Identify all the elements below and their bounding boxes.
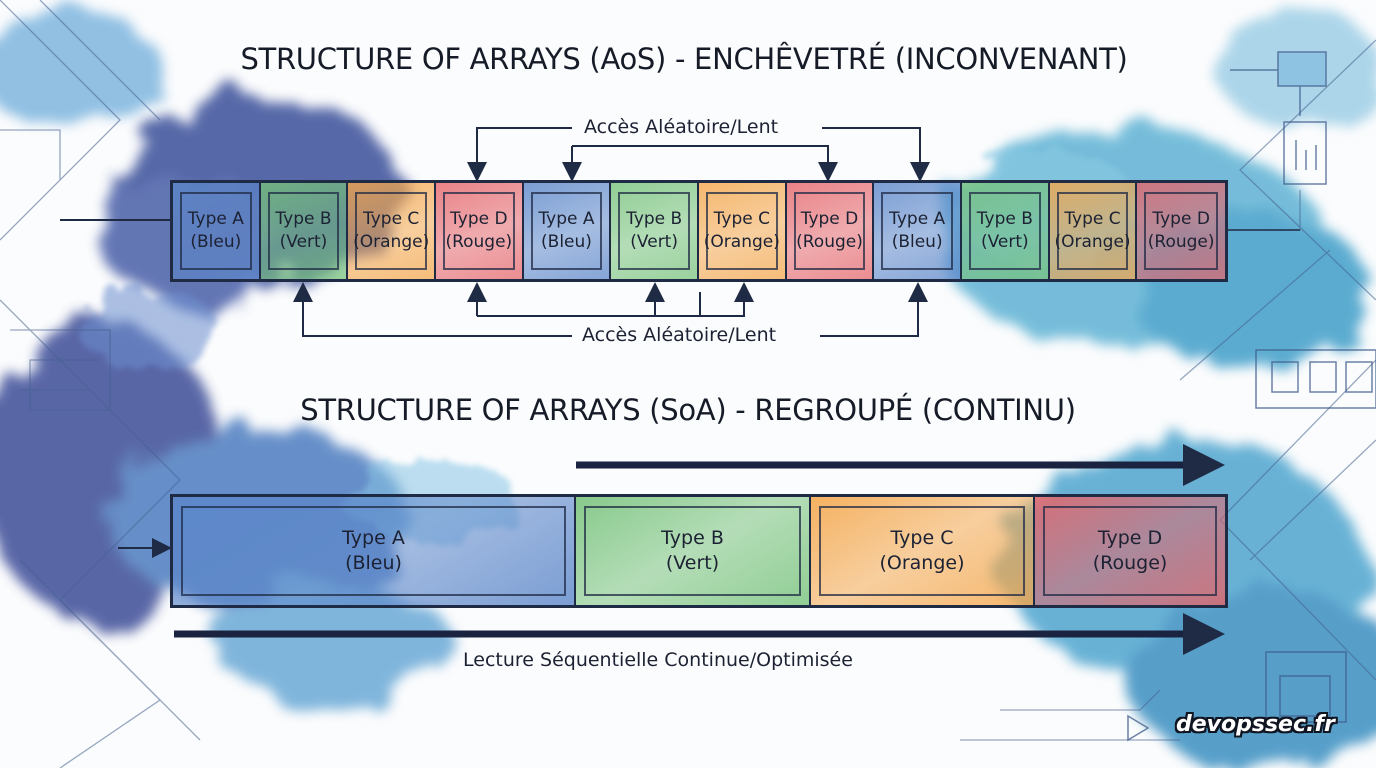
aos-memory-strip: Type A(Bleu)Type B(Vert)Type C(Orange)Ty… — [170, 180, 1228, 282]
aos-cell: Type B (Vert) — [260, 183, 349, 279]
aos-cell: Type D (Rouge) — [436, 183, 524, 279]
aos-cell-type: Type D — [800, 209, 859, 229]
aos-cell-box: Type C (Orange) — [703, 192, 780, 270]
aos-cell-color: (Rouge) — [1147, 232, 1215, 252]
soa-cell: Type A (Bleu) — [173, 497, 576, 605]
aos-cell-type: Type C — [1064, 209, 1121, 229]
aos-cell-color: (Orange) — [353, 232, 430, 252]
aos-cell-color: (Orange) — [1054, 232, 1131, 252]
aos-cell: Type A (Bleu) — [874, 183, 962, 279]
soa-cell-color: (Rouge) — [1092, 552, 1168, 574]
aos-cell: Type B (Vert) — [611, 183, 699, 279]
soa-cell-type: Type A — [342, 527, 405, 549]
aos-cell-type: Type A — [187, 209, 244, 229]
aos-cell-box: Type A (Bleu) — [530, 192, 603, 270]
aos-cell-box: Type A (Bleu) — [881, 192, 953, 270]
aos-access-label-bottom: Accès Aléatoire/Lent — [582, 324, 777, 346]
soa-cell-type: Type C — [890, 527, 954, 549]
aos-cell-box: Type C (Orange) — [353, 192, 430, 270]
soa-cell-type: Type D — [1097, 527, 1163, 549]
aos-cell-box: Type D (Rouge) — [1144, 192, 1218, 270]
soa-cell: Type C (Orange) — [811, 497, 1035, 605]
aos-cell-box: Type B (Vert) — [618, 192, 690, 270]
soa-cell-color: (Orange) — [879, 552, 965, 574]
soa-cell-box: Type C (Orange) — [819, 506, 1025, 596]
aos-cell: Type C (Orange) — [699, 183, 787, 279]
aos-cell-color: (Vert) — [980, 232, 1029, 252]
aos-cell-box: Type B (Vert) — [267, 192, 340, 270]
aos-cell-type: Type A — [538, 209, 595, 229]
aos-cell-color: (Bleu) — [190, 232, 242, 252]
aos-cell-box: Type B (Vert) — [969, 192, 1041, 270]
aos-cell-color: (Vert) — [279, 232, 328, 252]
aos-cell-box: Type A (Bleu) — [180, 192, 252, 270]
aos-cell-color: (Bleu) — [891, 232, 943, 252]
aos-cell-color: (Vert) — [630, 232, 678, 252]
aos-cell-box: Type D (Rouge) — [793, 192, 866, 270]
soa-cell-box: Type D (Rouge) — [1043, 506, 1217, 596]
aos-cell-type: Type C — [713, 209, 770, 229]
soa-cell-color: (Vert) — [665, 552, 720, 574]
aos-title: STRUCTURE OF ARRAYS (AoS) - ENCHÊVETRÉ (… — [240, 42, 1128, 76]
soa-title: STRUCTURE OF ARRAYS (SoA) - REGROUPÉ (CO… — [300, 393, 1076, 427]
aos-cell-box: Type C (Orange) — [1054, 192, 1131, 270]
soa-cell-box: Type B (Vert) — [584, 506, 801, 596]
aos-cell-type: Type D — [450, 209, 508, 229]
aos-cell: Type D (Rouge) — [1137, 183, 1225, 279]
soa-cell-type: Type B — [661, 527, 724, 549]
soa-cell: Type D (Rouge) — [1035, 497, 1225, 605]
soa-cell-box: Type A (Bleu) — [181, 506, 566, 596]
soa-read-label: Lecture Séquentielle Continue/Optimisée — [463, 649, 853, 671]
aos-cell: Type C (Orange) — [348, 183, 436, 279]
aos-cell-type: Type B — [976, 209, 1033, 229]
aos-cell: Type D (Rouge) — [786, 183, 875, 279]
aos-cell-color: (Bleu) — [541, 232, 592, 252]
aos-cell-type: Type D — [1152, 209, 1210, 229]
soa-memory-strip: Type A(Bleu)Type B(Vert)Type C(Orange)Ty… — [170, 494, 1228, 608]
aos-cell: Type B (Vert) — [962, 183, 1050, 279]
soa-cell-color: (Bleu) — [345, 552, 402, 574]
aos-cell-type: Type B — [275, 209, 332, 229]
aos-cell: Type A (Bleu) — [173, 183, 261, 279]
aos-cell-color: (Orange) — [703, 232, 780, 252]
aos-cell-color: (Rouge) — [445, 232, 513, 252]
brand-watermark: devopssec.fr — [1176, 712, 1335, 737]
aos-cell: Type A (Bleu) — [523, 183, 612, 279]
aos-cell: Type C (Orange) — [1049, 183, 1138, 279]
aos-cell-color: (Rouge) — [796, 232, 863, 252]
aos-cell-type: Type B — [626, 209, 683, 229]
aos-cell-type: Type A — [889, 209, 946, 229]
aos-access-label-top: Accès Aléatoire/Lent — [584, 116, 779, 138]
soa-cell: Type B (Vert) — [576, 497, 811, 605]
aos-cell-box: Type D (Rouge) — [443, 192, 515, 270]
aos-cell-type: Type C — [362, 209, 420, 229]
